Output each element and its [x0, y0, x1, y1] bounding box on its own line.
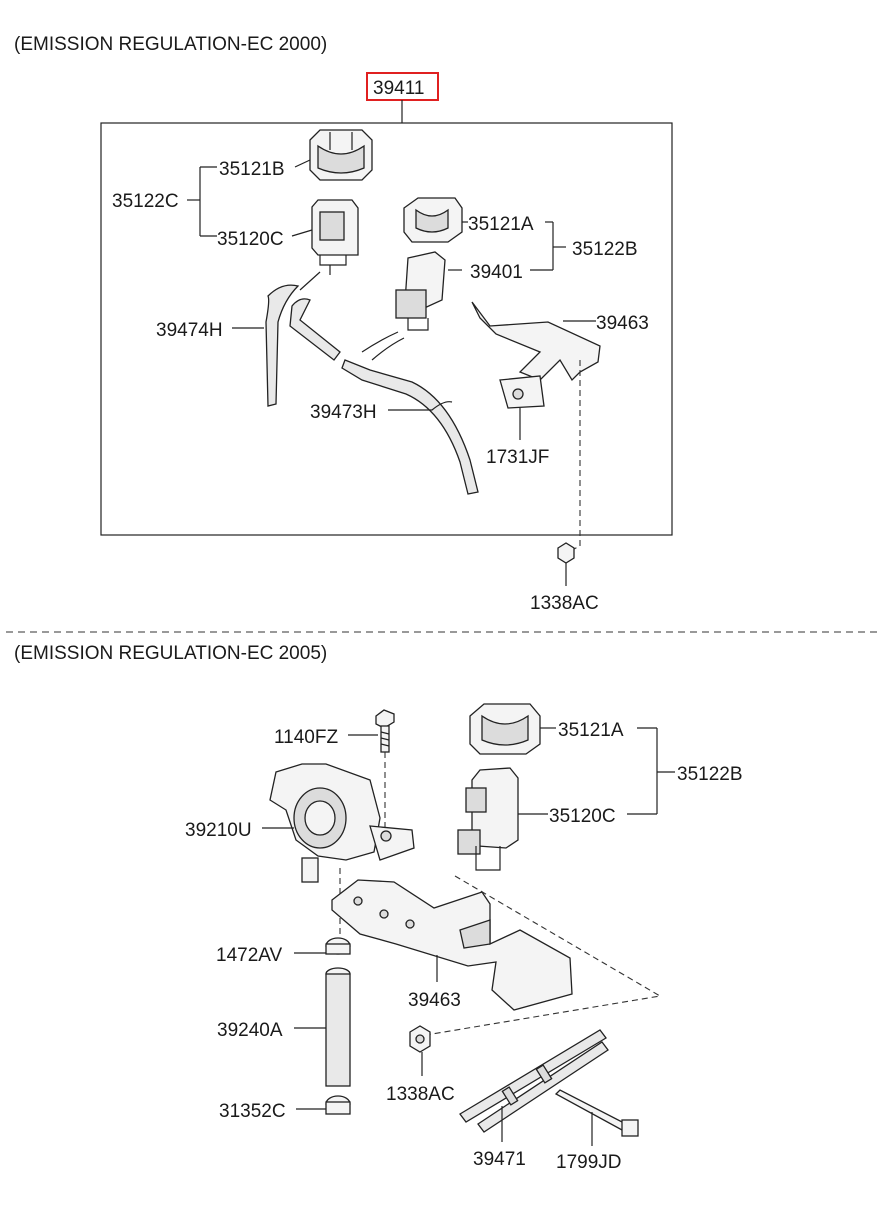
solenoid-valve-35120c-2005	[457, 767, 519, 871]
part-label-35120c[interactable]: 35120C	[217, 229, 284, 250]
part-label-39474h[interactable]: 39474H	[156, 320, 223, 341]
hose-clamp-31352c	[325, 1095, 351, 1115]
part-label-31352c[interactable]: 31352C	[219, 1101, 286, 1122]
hose-39240a	[325, 967, 351, 1087]
part-label-39463[interactable]: 39463	[596, 313, 649, 334]
part-label-35122b[interactable]: 35122B	[572, 239, 638, 260]
part-label-1338ac-top[interactable]: 1338AC	[530, 593, 599, 614]
part-label-39411[interactable]: 39411	[373, 78, 424, 99]
solenoid-valve-35120c	[311, 199, 359, 275]
cable-tie-1799jd	[554, 1089, 639, 1137]
filter-cap-35121b	[309, 129, 373, 181]
part-label-39471[interactable]: 39471	[473, 1149, 526, 1170]
part-label-39473h[interactable]: 39473H	[310, 402, 377, 423]
part-label-35121a[interactable]: 35121A	[468, 214, 534, 235]
pressure-sensor-39210u	[269, 763, 415, 883]
part-label-35122c[interactable]: 35122C	[112, 191, 179, 212]
part-label-35120c-2005[interactable]: 35120C	[549, 806, 616, 827]
hose-clamp-1472av	[325, 937, 351, 955]
part-label-1338ac-bottom[interactable]: 1338AC	[386, 1084, 455, 1105]
filter-cap-35121a-2005	[469, 703, 541, 755]
mounting-bracket-39463-2005	[331, 879, 573, 1011]
assembly-frame	[100, 122, 673, 536]
mounting-bracket-39463	[471, 301, 601, 409]
filter-cap-35121a	[403, 197, 463, 243]
section-heading-2000: (EMISSION REGULATION-EC 2000)	[14, 34, 327, 55]
hose-39474h	[265, 284, 341, 407]
hose-39473h	[341, 331, 479, 495]
part-label-1140fz[interactable]: 1140FZ	[274, 727, 338, 748]
nut-1338ac-top	[557, 542, 575, 564]
part-label-35122b-2005[interactable]: 35122B	[677, 764, 743, 785]
section-heading-2005: (EMISSION REGULATION-EC 2005)	[14, 643, 327, 664]
part-label-35121a-2005[interactable]: 35121A	[558, 720, 624, 741]
section-ec-2005: (EMISSION REGULATION-EC 2005) 1140FZ 351…	[14, 643, 743, 1173]
bolt-1140fz	[375, 709, 395, 753]
part-label-1731jf[interactable]: 1731JF	[486, 447, 549, 468]
section-ec-2000: (EMISSION REGULATION-EC 2000) 39411 3512…	[14, 34, 673, 614]
part-label-1472av[interactable]: 1472AV	[216, 945, 283, 966]
part-label-39240a[interactable]: 39240A	[217, 1020, 283, 1041]
solenoid-valve-39401	[395, 251, 446, 331]
vacuum-tubes-39471	[459, 1029, 609, 1133]
part-label-39463-2005[interactable]: 39463	[408, 990, 461, 1011]
part-label-39401[interactable]: 39401	[470, 262, 523, 283]
part-label-39210u[interactable]: 39210U	[185, 820, 252, 841]
part-label-35121b[interactable]: 35121B	[219, 159, 285, 180]
nut-1338ac-bottom	[409, 1025, 431, 1053]
part-label-1799jd[interactable]: 1799JD	[556, 1152, 622, 1173]
